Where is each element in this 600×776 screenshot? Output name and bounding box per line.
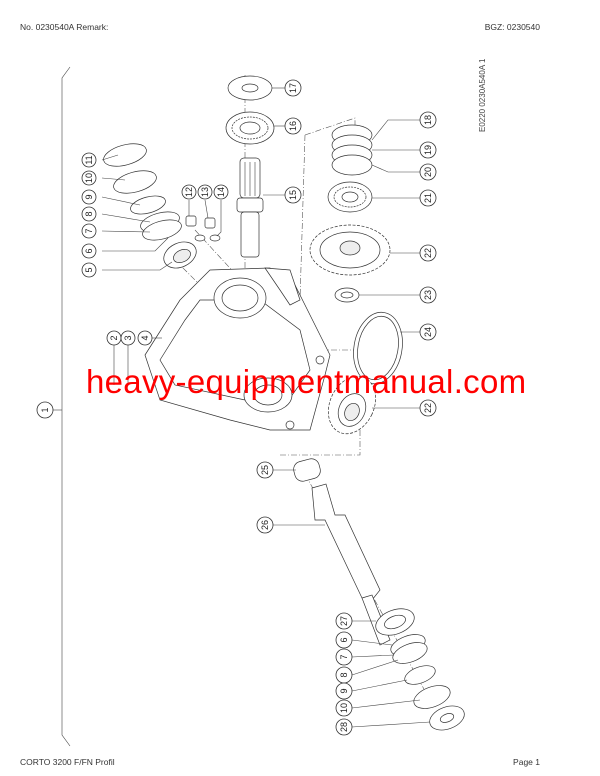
callout-19: 19 xyxy=(419,141,437,159)
svg-text:10: 10 xyxy=(84,173,94,183)
part-15-shaft xyxy=(236,157,264,258)
callout-2: 2 xyxy=(106,330,122,346)
svg-text:6: 6 xyxy=(339,637,349,642)
callout-5: 5 xyxy=(81,262,97,278)
callout-17: 17 xyxy=(284,79,302,97)
svg-text:25: 25 xyxy=(260,465,270,475)
svg-text:18: 18 xyxy=(423,115,433,125)
callout-6: 6 xyxy=(81,243,97,259)
svg-text:17: 17 xyxy=(288,83,298,93)
svg-text:13: 13 xyxy=(200,187,210,197)
callout-7: 7 xyxy=(81,223,97,239)
svg-text:2: 2 xyxy=(109,335,119,340)
svg-text:5: 5 xyxy=(84,267,94,272)
callout-27: 27 xyxy=(335,612,353,630)
footer-model-name: CORTO 3200 F/FN Profil xyxy=(20,757,115,767)
gearbox-housing xyxy=(144,267,331,431)
callout-24: 24 xyxy=(419,323,437,341)
callout-16: 16 xyxy=(284,117,302,135)
callout-10: 10 xyxy=(81,170,97,186)
callout-14: 14 xyxy=(213,184,229,200)
callout-8-bottom: 8 xyxy=(335,666,353,684)
svg-text:6: 6 xyxy=(84,248,94,253)
svg-text:7: 7 xyxy=(84,228,94,233)
svg-text:26: 26 xyxy=(260,520,270,530)
document-number-remark: No. 0230540A Remark: xyxy=(20,22,109,32)
bgz-number: BGZ: 0230540 xyxy=(484,22,540,32)
svg-text:3: 3 xyxy=(123,335,133,340)
callout-15: 15 xyxy=(284,186,302,204)
svg-text:10: 10 xyxy=(339,703,349,713)
callout-1: 1 xyxy=(36,401,54,419)
page-number: Page 1 xyxy=(513,757,540,767)
svg-text:4: 4 xyxy=(140,335,150,340)
svg-text:15: 15 xyxy=(288,190,298,200)
part-25-bush xyxy=(293,458,321,482)
callout-13: 13 xyxy=(197,184,213,200)
svg-text:20: 20 xyxy=(423,167,433,177)
callouts: 1 2 3 4 5 6 7 8 9 10 11 xyxy=(36,79,437,736)
callout-7-bottom: 7 xyxy=(335,648,353,666)
callout-23: 23 xyxy=(419,286,437,304)
svg-text:22: 22 xyxy=(423,248,433,258)
svg-text:12: 12 xyxy=(184,187,194,197)
callout-8: 8 xyxy=(81,206,97,222)
svg-text:23: 23 xyxy=(423,290,433,300)
callout-28: 28 xyxy=(335,718,353,736)
part-24-ring xyxy=(353,311,403,385)
part-22b-bevel-gear xyxy=(328,375,376,435)
svg-text:9: 9 xyxy=(84,194,94,199)
left-seal-stack xyxy=(103,143,197,269)
svg-text:19: 19 xyxy=(423,145,433,155)
callout-26: 26 xyxy=(256,516,274,534)
svg-text:8: 8 xyxy=(84,211,94,216)
bottom-seal-stack xyxy=(375,608,465,731)
svg-text:16: 16 xyxy=(288,121,298,131)
callout-20: 20 xyxy=(419,163,437,181)
callout-9-bottom: 9 xyxy=(335,682,353,700)
watermark: heavy-equipmentmanual.com xyxy=(86,363,527,400)
svg-text:7: 7 xyxy=(339,654,349,659)
callout-3: 3 xyxy=(120,330,136,346)
right-stack xyxy=(309,124,391,303)
assembly-bracket xyxy=(50,66,71,747)
callout-6-bottom: 6 xyxy=(335,631,353,649)
svg-text:28: 28 xyxy=(339,722,349,732)
callout-25: 25 xyxy=(256,461,274,479)
callout-9: 9 xyxy=(81,189,97,205)
svg-text:21: 21 xyxy=(423,193,433,203)
svg-text:22: 22 xyxy=(423,403,433,413)
callout-22-spur-gear: 22 xyxy=(419,244,437,262)
svg-text:11: 11 xyxy=(84,155,94,164)
callout-18: 18 xyxy=(419,111,437,129)
svg-text:9: 9 xyxy=(339,688,349,693)
svg-text:1: 1 xyxy=(40,407,50,412)
svg-text:14: 14 xyxy=(216,187,226,197)
svg-text:27: 27 xyxy=(339,616,349,626)
callout-22-bevel-gear: 22 xyxy=(419,399,437,417)
svg-text:8: 8 xyxy=(339,672,349,677)
part-17-washer xyxy=(227,75,273,101)
callout-12: 12 xyxy=(181,184,197,200)
callout-10-bottom: 10 xyxy=(335,699,353,717)
callout-4: 4 xyxy=(137,330,153,346)
svg-text:24: 24 xyxy=(423,327,433,337)
bolts-12-14 xyxy=(185,215,221,242)
callout-11: 11 xyxy=(81,152,97,168)
part-16-bearing xyxy=(225,111,275,145)
callout-21: 21 xyxy=(419,189,437,207)
leader-lines xyxy=(101,87,431,728)
